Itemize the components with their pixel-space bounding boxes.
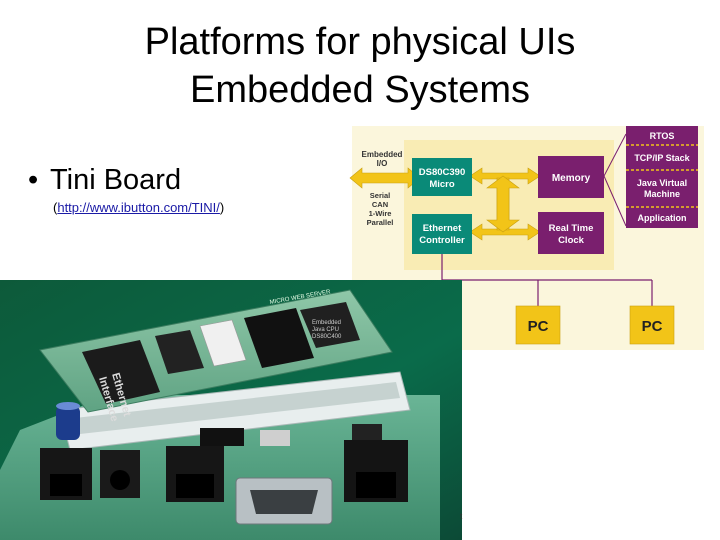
photo-chip-text-2: Java CPU	[312, 327, 339, 333]
micro-label-1: DS80C390	[419, 167, 465, 178]
ethernet-label-2: Controller	[419, 235, 465, 246]
link-line: (http://www.ibutton.com/TINI/)	[53, 200, 225, 215]
bus-double-arrow-icon	[486, 175, 520, 233]
photo-chip-text-3: DS80C400	[312, 334, 342, 340]
tini-board-photo: Ethernet Interface Embedded Java CPU DS8…	[0, 280, 462, 540]
photo-chip-text-1: Embedded	[312, 320, 341, 326]
embedded-io-label-1: Embedded	[362, 150, 403, 159]
stack-rtos: RTOS	[650, 131, 675, 141]
stack-jvm-1: Java Virtual	[637, 178, 687, 188]
pc-block-1	[515, 305, 561, 345]
ethernet-label-1: Ethernet	[423, 223, 462, 234]
pc-label-1: PC	[528, 318, 549, 335]
stack-bracket-bottom	[603, 175, 627, 227]
bullet-dot-icon: •	[28, 164, 39, 196]
ethernet-block	[412, 214, 472, 254]
serial-label-2: CAN	[372, 200, 388, 209]
pc-label-2: PC	[642, 318, 663, 335]
embedded-io-label-2: I/O	[377, 159, 388, 168]
rtc-block	[538, 212, 604, 254]
title-line-2: Embedded Systems	[189, 69, 531, 111]
memory-block	[538, 156, 604, 198]
bullet-item: • Tini Board	[28, 164, 181, 197]
rtc-label-1: Real Time	[549, 223, 594, 234]
bullet-text: Tini Board	[50, 164, 182, 196]
stack-bracket-top	[603, 133, 627, 177]
stack-jvm-2: Machine	[644, 189, 680, 199]
stray-mark: t	[460, 512, 463, 521]
stack-tcpip: TCP/IP Stack	[634, 153, 690, 163]
pc-block-2	[629, 305, 675, 345]
micro-block	[412, 158, 472, 196]
micro-label-2: Micro	[429, 179, 455, 190]
software-stack	[626, 126, 698, 228]
serial-label-4: Parallel	[367, 218, 394, 227]
serial-label-1: Serial	[370, 191, 390, 200]
tini-link[interactable]: http://www.ibutton.com/TINI/	[57, 200, 220, 215]
title-line-1: Platforms for physical UIs	[144, 21, 576, 63]
rtc-label-2: Clock	[558, 235, 585, 246]
stack-application: Application	[638, 213, 687, 223]
memory-label: Memory	[552, 173, 591, 184]
slide-title: Platforms for physical UIs Embedded Syst…	[0, 18, 720, 114]
serial-label-3: 1-Wire	[369, 209, 392, 218]
